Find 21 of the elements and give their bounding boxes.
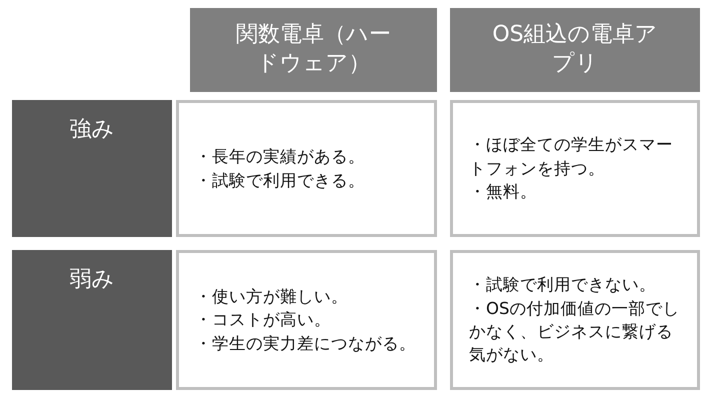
row-header: [12, 100, 172, 237]
bullet-text: ・OSの付加価値の一部でしかなく、ビジネスに繋げる気がない。: [469, 298, 680, 366]
bullet-text: ・使い方が難しい。: [195, 286, 349, 308]
header-text: 関数電卓（ハードウェア）: [235, 21, 392, 78]
header-text: 弱み: [70, 266, 114, 294]
row-header: [12, 250, 172, 390]
column-header: [450, 8, 700, 92]
bullet-text: ・試験で利用できない。: [469, 274, 657, 296]
bullet-text: ・無料。: [469, 181, 538, 204]
bullet-text: ・ほぼ全ての学生がスマートフォンを持つ。: [469, 134, 674, 180]
column-header: [190, 8, 437, 92]
bullet-text: ・コストが高い。: [195, 309, 332, 332]
header-text: OS組込の電卓アプリ: [491, 21, 659, 78]
header-text: 強み: [70, 116, 114, 144]
table-cell: [450, 100, 700, 237]
table-cell: [176, 100, 437, 237]
bullet-text: ・試験で利用できる。: [195, 170, 366, 192]
table-cell: [176, 250, 437, 390]
bullet-text: ・長年の実績がある。: [195, 146, 366, 168]
bullet-text: ・学生の実力差につながる。: [195, 332, 417, 355]
table-cell: [450, 250, 700, 390]
